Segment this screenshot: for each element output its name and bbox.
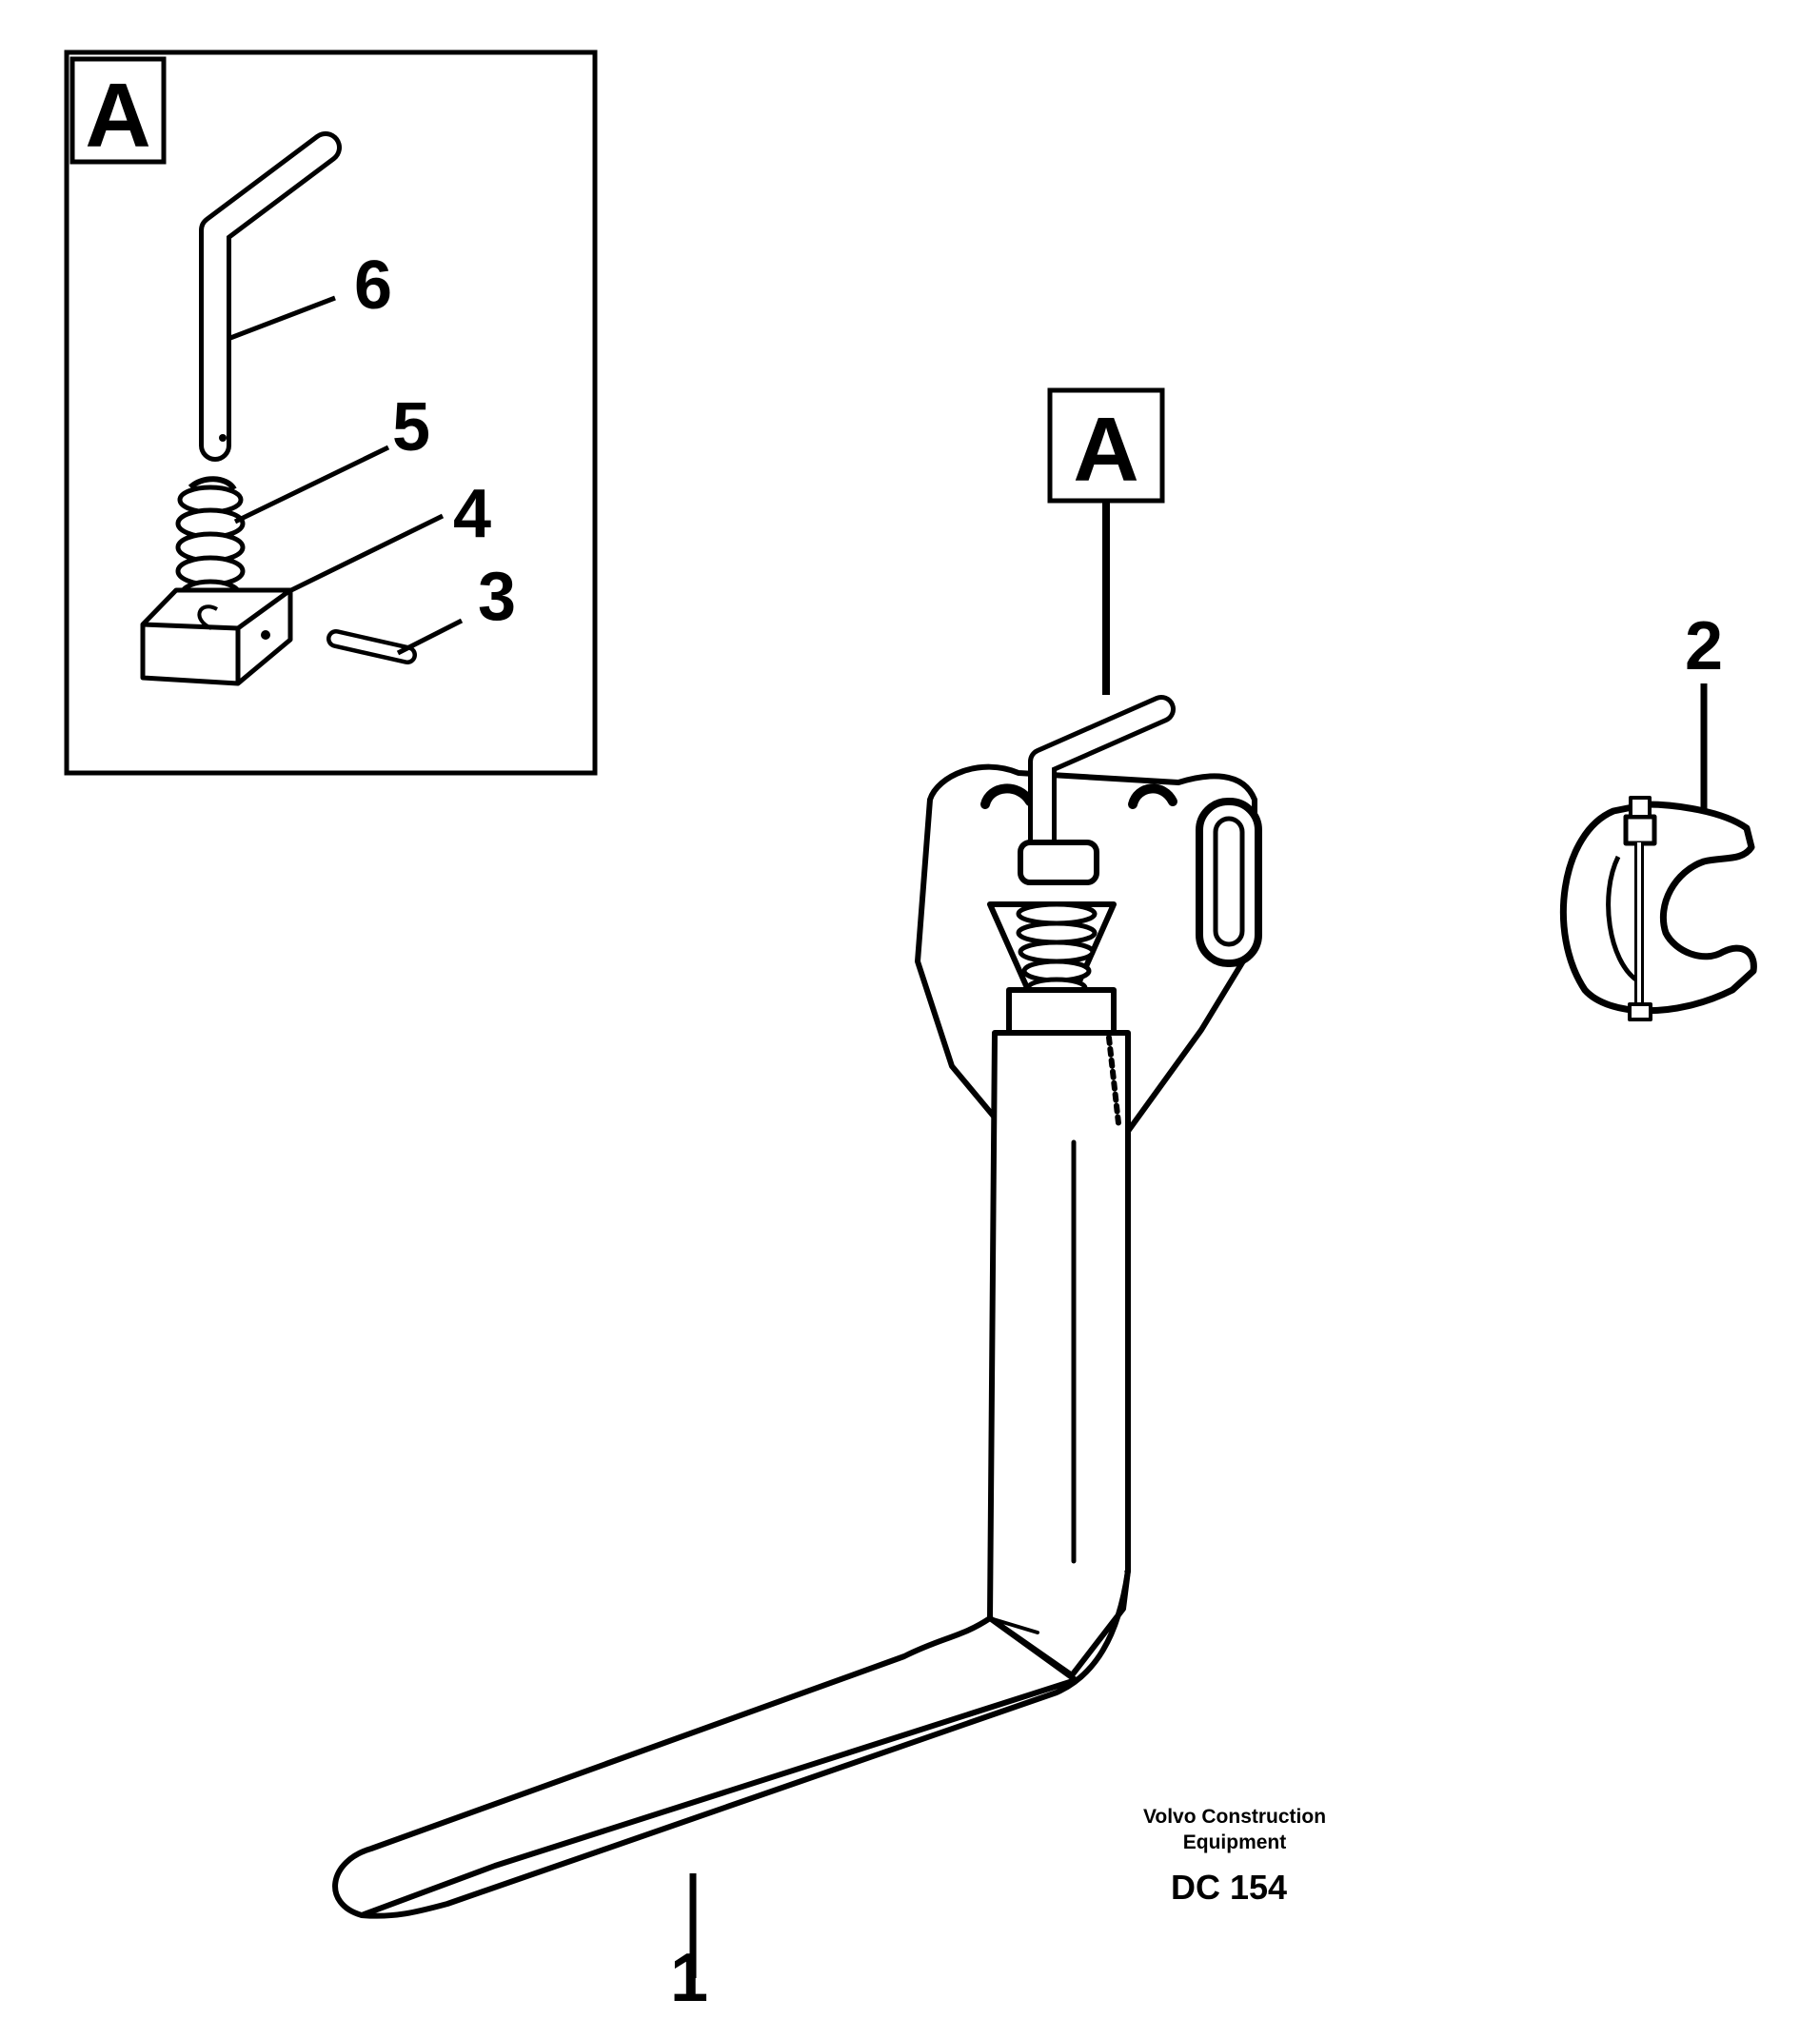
roll-pin-part-3	[326, 629, 417, 664]
view-a-label-box	[1047, 387, 1165, 504]
pin-part-6	[199, 131, 342, 462]
callout-1: 1	[670, 1940, 708, 2016]
callout-3: 3	[478, 559, 516, 635]
clamp-part-2	[1559, 796, 1757, 1021]
manufacturer-line-1: Volvo Construction	[1143, 1806, 1326, 1828]
manufacturer-line-2: Equipment	[1183, 1831, 1287, 1853]
detail-a-inset: A	[64, 49, 598, 776]
view-a-marker: A	[1047, 387, 1165, 695]
callout-2: 2	[1685, 608, 1723, 684]
view-a-label: A	[1073, 399, 1138, 501]
block-part-4	[140, 587, 293, 686]
spring-part-5	[175, 476, 246, 609]
drawing-code: DC 154	[1171, 1868, 1287, 1907]
callout-4: 4	[453, 476, 491, 552]
callout-6: 6	[354, 247, 392, 324]
drawing-caption: Volvo Construction Equipment DC 154	[1143, 1806, 1326, 1907]
callout-5: 5	[392, 389, 430, 465]
detail-a-label-box	[69, 56, 167, 165]
fork-part-1	[332, 695, 1262, 1919]
detail-a-label: A	[85, 65, 150, 167]
detail-leader-lines	[229, 295, 464, 656]
